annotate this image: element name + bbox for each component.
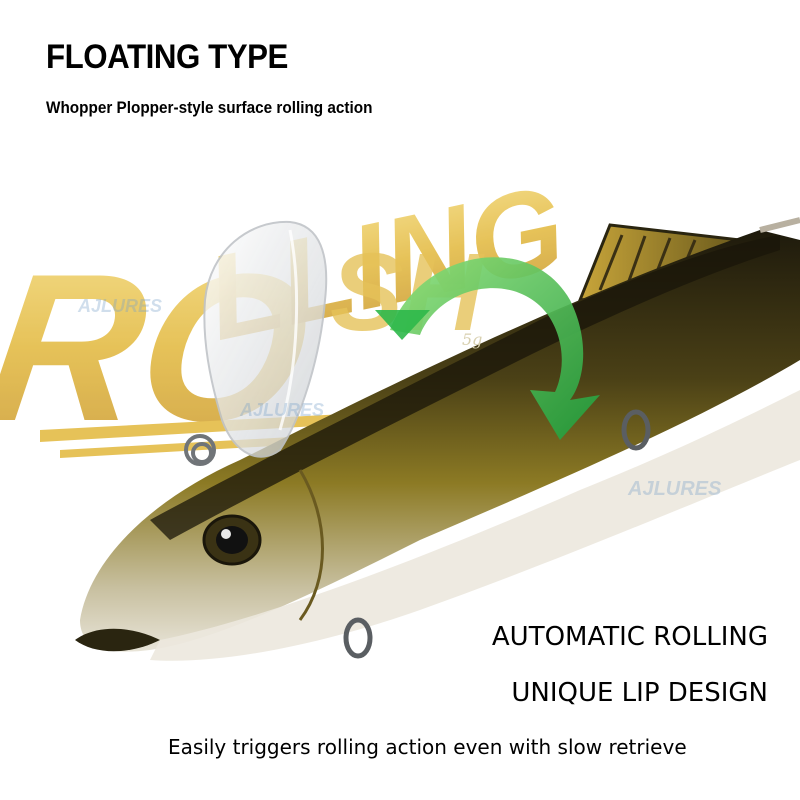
page-title: FLOATING TYPE [46,38,288,76]
hook-eyelet-icon [343,409,651,659]
watermark-logo: AJLURES [78,296,163,316]
feature-slow-retrieve: Easily triggers rolling action even with… [168,735,687,759]
watermark-logo: AJLURES [240,400,325,420]
watermark-logo: AJLURES [628,478,722,500]
page-subtitle: Whopper Plopper-style surface rolling ac… [46,98,373,117]
feature-lip-design: UNIQUE LIP DESIGN [511,678,768,708]
split-ring-icon [184,434,216,466]
rolling-arrow-icon [375,257,600,440]
feature-automatic-rolling: AUTOMATIC ROLLING [491,622,768,652]
body-mark: 5g [462,330,482,349]
eye-icon [202,514,262,566]
